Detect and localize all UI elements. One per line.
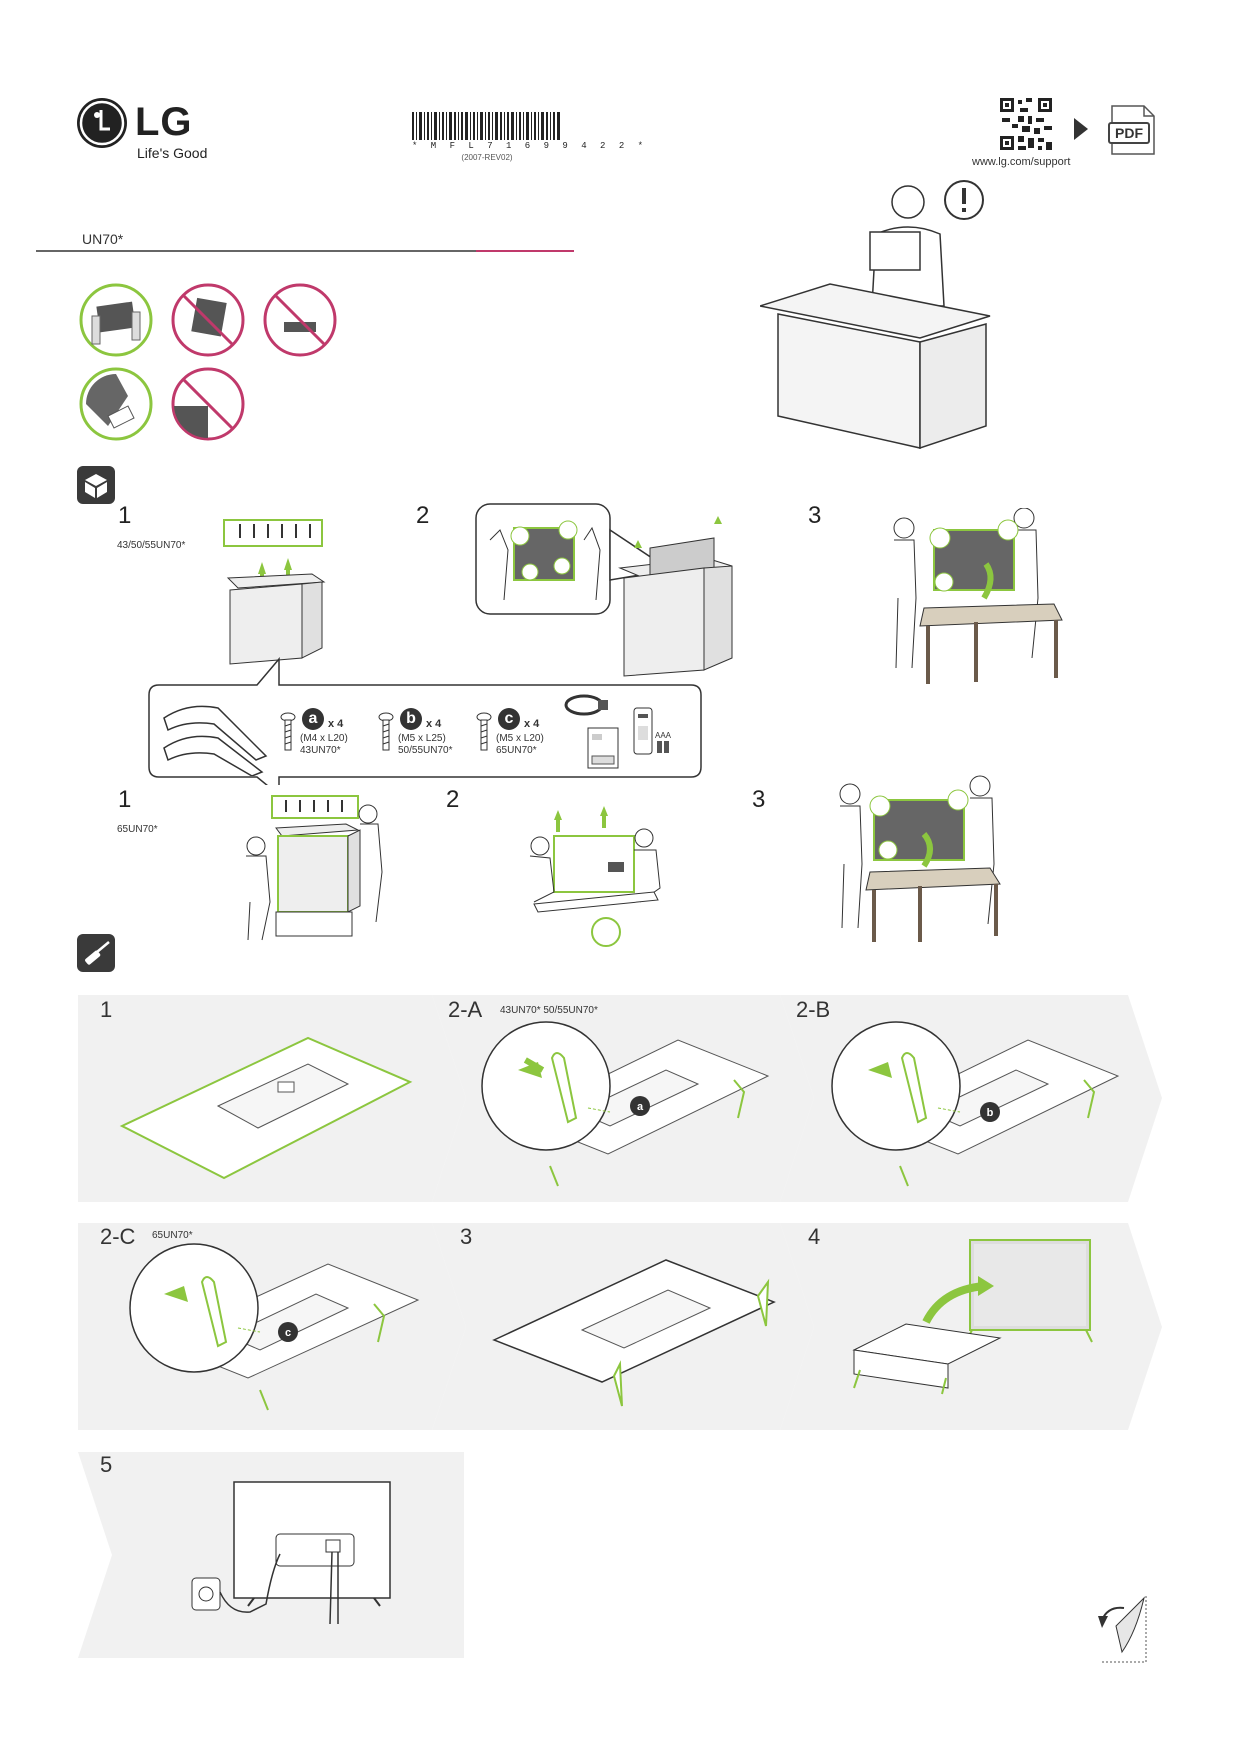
lg-logo: LG Life's Good bbox=[77, 98, 257, 168]
part-c-badge: c bbox=[498, 708, 520, 730]
box-lift-65-illustration bbox=[236, 792, 386, 942]
assembly-step-5: 5 bbox=[100, 1452, 113, 1477]
handling-no-icon-1 bbox=[170, 282, 246, 358]
stand-feet-illustration bbox=[158, 700, 268, 776]
part-a-qty: x 4 bbox=[328, 718, 344, 730]
svg-text:b: b bbox=[987, 1107, 994, 1119]
unpack-65-step-1: 1 bbox=[118, 786, 132, 813]
unpack-step-1-models: 43/50/55UN70* bbox=[117, 540, 186, 551]
part-a-size: (M4 x L20) bbox=[300, 733, 348, 744]
svg-text:a: a bbox=[637, 1101, 644, 1113]
handling-ok-icon-2 bbox=[78, 366, 154, 442]
part-c-models: 65UN70* bbox=[496, 745, 537, 756]
stands-attached-illustration bbox=[490, 1256, 780, 1416]
model-number: UN70* bbox=[82, 231, 124, 247]
revision-label: (2007-REV02) bbox=[461, 153, 513, 162]
battery-icon bbox=[656, 740, 670, 754]
part-b-size: (M5 x L25) bbox=[398, 733, 446, 744]
assembly-step-2b: 2-B bbox=[796, 997, 831, 1022]
header-divider-accent bbox=[476, 250, 574, 252]
support-url[interactable]: www.lg.com/support bbox=[972, 156, 1071, 168]
power-cord-icon bbox=[562, 692, 610, 718]
play-arrow-icon bbox=[1074, 118, 1088, 140]
barcode-text: * M F L 7 1 6 9 9 4 2 2 * bbox=[412, 141, 648, 151]
part-a-models: 43UN70* bbox=[300, 745, 341, 756]
box-open-icon bbox=[77, 466, 115, 504]
unboxing-warning-illustration bbox=[760, 176, 1000, 451]
part-b-badge: b bbox=[400, 708, 422, 730]
page-turn-icon bbox=[1096, 1592, 1156, 1664]
remove-tv-65-illustration bbox=[514, 792, 674, 952]
assembly-step-2a-models: 43UN70* 50/55UN70* bbox=[500, 1005, 598, 1016]
box-lift-illustration bbox=[222, 518, 332, 668]
unpack-65-step-1-models: 65UN70* bbox=[117, 824, 158, 835]
screw-a-icon bbox=[280, 712, 296, 752]
assembly-step-4: 4 bbox=[808, 1224, 821, 1249]
attach-stand-c-illustration: c bbox=[128, 1242, 428, 1422]
svg-text:c: c bbox=[285, 1327, 291, 1339]
brand-slogan: Life's Good bbox=[137, 145, 208, 161]
pdf-label: PDF bbox=[1108, 122, 1150, 144]
assembly-step-3: 3 bbox=[460, 1224, 473, 1249]
handling-no-icon-2 bbox=[262, 282, 338, 358]
attach-stand-a-illustration: a bbox=[478, 1018, 778, 1198]
battery-label: AAA bbox=[655, 731, 672, 740]
unpack-step-3: 3 bbox=[808, 502, 822, 529]
manual-icon bbox=[586, 726, 620, 770]
unpack-65-step-2: 2 bbox=[446, 786, 460, 813]
screw-b-icon bbox=[378, 712, 394, 752]
header-divider bbox=[36, 250, 476, 252]
barcode: * M F L 7 1 6 9 9 4 2 2 * (2007-REV02) bbox=[412, 112, 648, 172]
screwdriver-icon bbox=[77, 934, 115, 972]
part-b-qty: x 4 bbox=[426, 718, 442, 730]
lg-logo-circle bbox=[77, 98, 127, 148]
handling-no-icon-3 bbox=[170, 366, 246, 442]
assembly-step-2c: 2-C bbox=[100, 1224, 136, 1249]
unpack-step-1: 1 bbox=[118, 502, 132, 529]
brand-name: LG bbox=[135, 100, 193, 144]
place-on-table-65-illustration bbox=[830, 774, 1010, 950]
part-a-badge: a bbox=[302, 708, 324, 730]
part-c-qty: x 4 bbox=[524, 718, 540, 730]
connect-power-illustration bbox=[190, 1474, 400, 1644]
place-on-table-illustration bbox=[884, 508, 1064, 693]
screw-c-icon bbox=[476, 712, 492, 752]
assembly-step-1: 1 bbox=[100, 997, 113, 1022]
remove-tv-illustration bbox=[474, 500, 744, 680]
assembly-step-2c-models: 65UN70* bbox=[152, 1230, 193, 1241]
part-b-models: 50/55UN70* bbox=[398, 745, 453, 756]
stand-tv-upright-illustration bbox=[846, 1238, 1096, 1398]
part-c-size: (M5 x L20) bbox=[496, 733, 544, 744]
remote-control-icon bbox=[632, 706, 654, 756]
unpack-step-2: 2 bbox=[416, 502, 430, 529]
qr-code-icon bbox=[998, 96, 1054, 152]
parts-callout bbox=[145, 657, 705, 785]
assembly-step-2a: 2-A bbox=[448, 997, 483, 1022]
pdf-document-icon: PDF bbox=[1108, 104, 1158, 155]
unpack-65-step-3: 3 bbox=[752, 786, 766, 813]
handling-ok-icon bbox=[78, 282, 154, 358]
tv-face-down-illustration bbox=[118, 1036, 418, 1186]
attach-stand-b-illustration: b bbox=[828, 1018, 1128, 1198]
